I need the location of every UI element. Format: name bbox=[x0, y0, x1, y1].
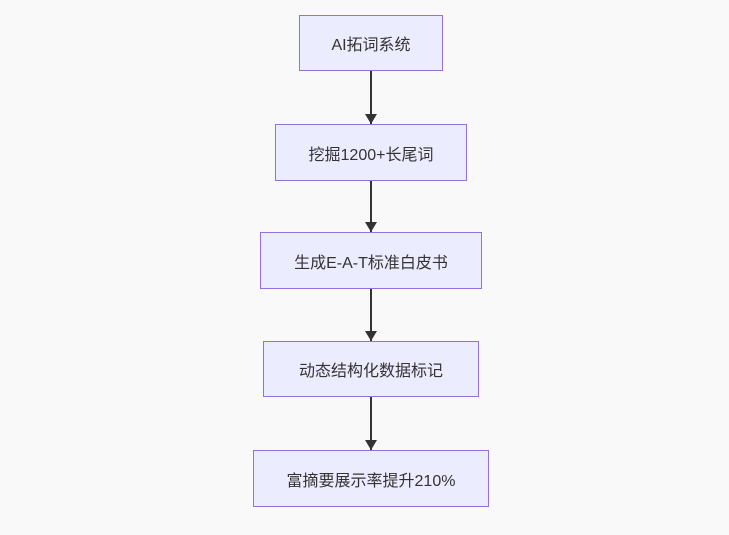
flow-node-label: 生成E-A-T标准白皮书 bbox=[294, 254, 448, 272]
flow-node-rich-snippet-result: 富摘要展示率提升210% bbox=[253, 450, 489, 507]
flow-node-eat-whitepaper: 生成E-A-T标准白皮书 bbox=[260, 232, 482, 289]
flow-arrow-down-icon bbox=[370, 397, 372, 450]
flow-node-label: AI拓词系统 bbox=[331, 37, 411, 54]
flow-arrow-down-icon bbox=[370, 71, 372, 124]
flow-node-structured-data-markup: 动态结构化数据标记 bbox=[263, 341, 479, 397]
flow-arrow-down-icon bbox=[370, 289, 372, 341]
flow-node-longtail-mining: 挖掘1200+长尾词 bbox=[275, 124, 467, 181]
flow-node-label: 挖掘1200+长尾词 bbox=[308, 146, 434, 164]
flow-node-ai-keyword-system: AI拓词系统 bbox=[299, 15, 443, 71]
flow-arrow-down-icon bbox=[370, 181, 372, 232]
flow-node-label: 富摘要展示率提升210% bbox=[286, 472, 456, 490]
flow-node-label: 动态结构化数据标记 bbox=[298, 363, 443, 380]
